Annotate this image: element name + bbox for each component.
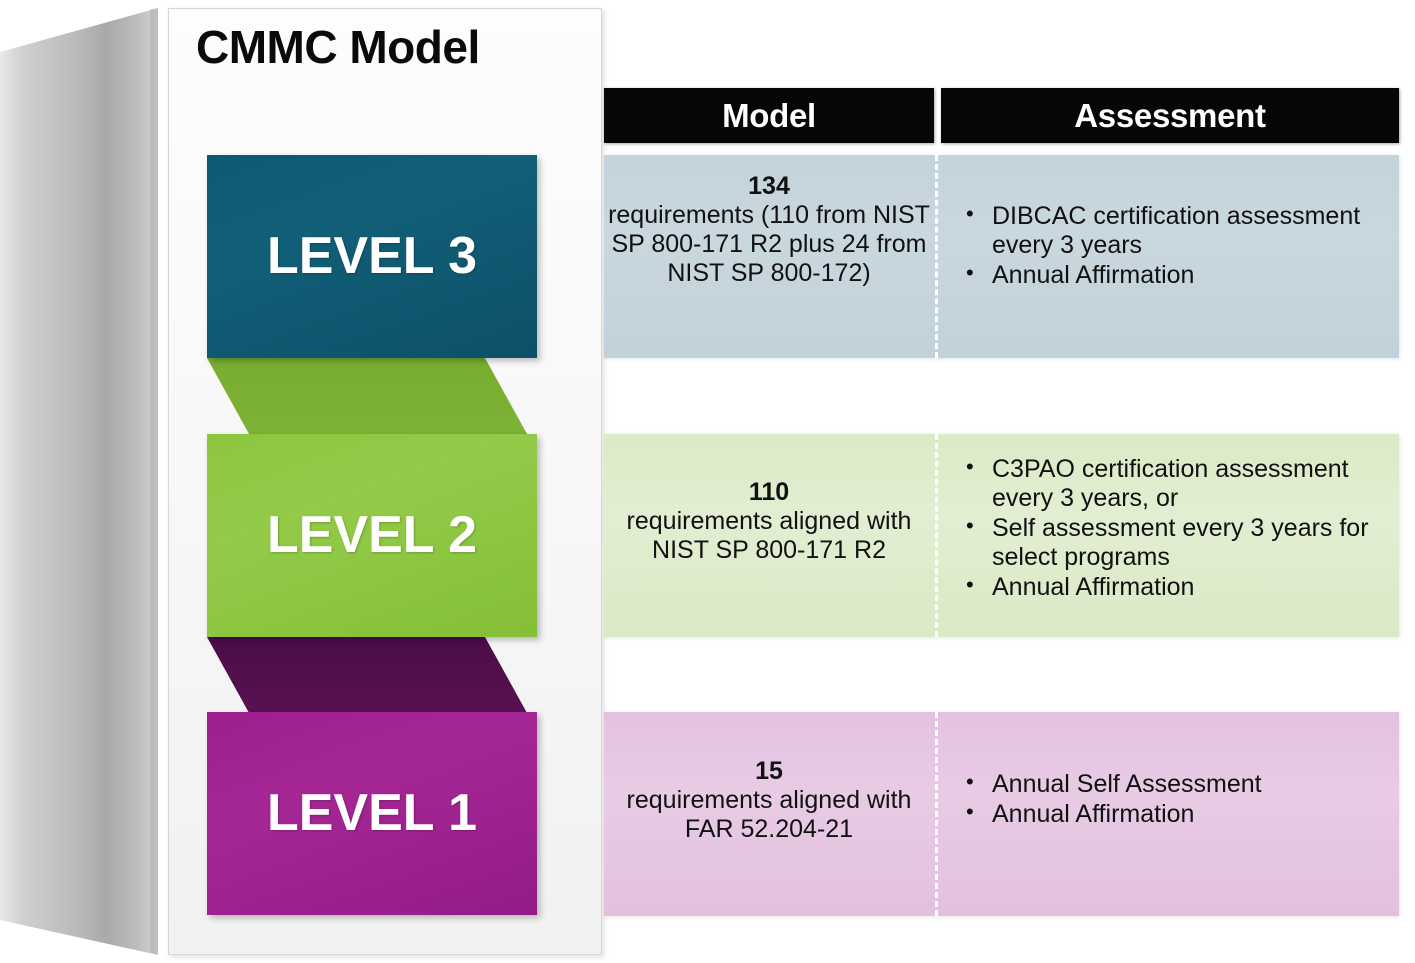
level-block-label-level-1: LEVEL 1 xyxy=(266,784,477,842)
model-description-level-1: requirements aligned with FAR 52.204-21 xyxy=(626,786,912,843)
level-block-level-3[interactable]: LEVEL 3 xyxy=(207,155,537,358)
model-count-level-3: 134 xyxy=(748,172,790,200)
assessment-cell-level-3: DIBCAC certification assessment every 3 … xyxy=(960,201,1400,291)
model-description-level-3: requirements (110 from NIST SP 800-171 R… xyxy=(608,201,930,287)
level-block-level-1[interactable]: LEVEL 1 xyxy=(207,712,537,915)
model-description-level-2: requirements aligned with NIST SP 800-17… xyxy=(626,507,912,564)
column-divider-level-3 xyxy=(935,155,938,358)
page-title: CMMC Model xyxy=(196,21,480,73)
model-cell-level-2: 110 requirements aligned with NIST SP 80… xyxy=(604,478,934,565)
model-cell-level-1: 15 requirements aligned with FAR 52.204-… xyxy=(604,757,934,844)
column-header-assessment-label: Assessment xyxy=(1074,97,1266,134)
level-block-label-level-3: LEVEL 3 xyxy=(266,227,477,285)
model-cell-level-3: 134 requirements (110 from NIST SP 800-1… xyxy=(604,172,934,288)
level-block-label-level-2: LEVEL 2 xyxy=(266,506,477,564)
column-header-model: Model xyxy=(604,88,934,143)
list-item: DIBCAC certification assessment every 3 … xyxy=(966,201,1400,260)
list-item: Annual Affirmation xyxy=(966,799,1400,829)
list-item: Self assessment every 3 years for select… xyxy=(966,513,1400,572)
column-divider-level-2 xyxy=(935,434,938,637)
column-header-model-label: Model xyxy=(722,97,816,134)
assessment-list-level-2: C3PAO certification assessment every 3 y… xyxy=(960,454,1400,602)
assessment-cell-level-1: Annual Self Assessment Annual Affirmatio… xyxy=(960,769,1400,830)
assessment-list-level-1: Annual Self Assessment Annual Affirmatio… xyxy=(960,769,1400,829)
list-item: C3PAO certification assessment every 3 y… xyxy=(966,454,1400,513)
model-count-level-2: 110 xyxy=(748,478,790,506)
column-header-assessment: Assessment xyxy=(941,88,1399,143)
list-item: Annual Self Assessment xyxy=(966,769,1400,799)
level-block-level-2[interactable]: LEVEL 2 xyxy=(207,434,537,637)
assessment-list-level-3: DIBCAC certification assessment every 3 … xyxy=(960,201,1400,290)
model-count-level-1: 15 xyxy=(755,757,783,785)
column-divider-level-1 xyxy=(935,712,938,916)
three-d-left-panel xyxy=(0,8,158,955)
list-item: Annual Affirmation xyxy=(966,572,1400,602)
assessment-cell-level-2: C3PAO certification assessment every 3 y… xyxy=(960,454,1400,603)
list-item: Annual Affirmation xyxy=(966,260,1400,290)
three-d-left-panel-edge xyxy=(150,8,158,955)
